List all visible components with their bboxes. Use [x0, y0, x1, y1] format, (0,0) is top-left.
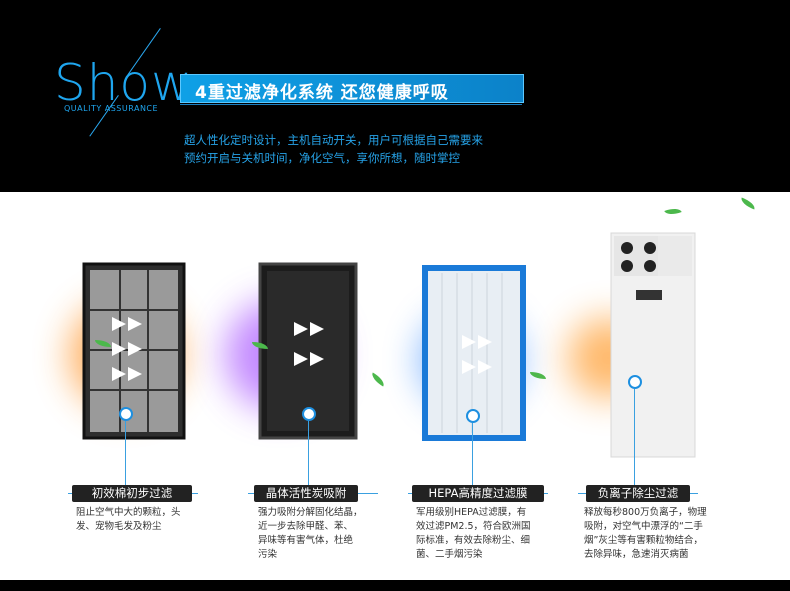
connector-line [308, 421, 309, 485]
primary-filter-image [82, 262, 186, 440]
banner-title: 4重过滤净化系统 还您健康呼吸 [195, 83, 449, 103]
banner-underline [180, 104, 522, 105]
marker-ring [302, 407, 316, 421]
filter-description: 释放每秒800万负离子，物理吸附，对空气中漂浮的“二手烟”灰尘等有害颗粒物结合，… [584, 507, 707, 560]
header-banner: Show QUALITY ASSURANCE 4重过滤净化系统 还您健康呼吸 超… [0, 0, 790, 192]
leaf-icon [664, 205, 682, 218]
desc-line: 预约开启与关机时间，净化空气，享你所想，随时掌控 [184, 151, 460, 165]
marker-ring [628, 375, 642, 389]
bottom-bar [0, 580, 790, 591]
header-description: 超人性化定时设计，主机自动开关，用户可根据自己需要来 预约开启与关机时间，净化空… [184, 131, 483, 167]
filter-tag: 负离子除尘过滤 [586, 485, 690, 502]
filter-tag: 晶体活性炭吸附 [254, 485, 358, 502]
leaf-icon [252, 342, 268, 349]
title-banner: 4重过滤净化系统 还您健康呼吸 [180, 74, 524, 103]
leaf-icon [739, 197, 757, 210]
leaf-icon [369, 372, 387, 387]
filter-description: 军用级别HEPA过滤膜，有效过滤PM2.5，符合欧洲国际标准，有效去除粉尘、细菌… [416, 507, 531, 560]
marker-ring [466, 409, 480, 423]
connector-line [472, 423, 473, 485]
filter-description: 强力吸附分解固化结晶，近一步去除甲醛、苯、异味等有害气体，杜绝污染 [258, 507, 363, 560]
connector-line [125, 421, 126, 485]
leaf-icon [95, 340, 111, 347]
connector-line [634, 389, 635, 485]
marker-ring [119, 407, 133, 421]
leaf-icon [530, 372, 546, 379]
filter-tag: 初效棉初步过滤 [72, 485, 192, 502]
show-title: Show [54, 54, 193, 112]
filter-tag: HEPA高精度过滤膜 [412, 485, 544, 502]
air-purifier-image [610, 232, 696, 458]
quality-assurance-label: QUALITY ASSURANCE [64, 104, 159, 113]
desc-line: 超人性化定时设计，主机自动开关，用户可根据自己需要来 [184, 133, 483, 147]
filter-description: 阻止空气中大的颗粒，头发、宠物毛发及粉尘 [76, 507, 181, 532]
